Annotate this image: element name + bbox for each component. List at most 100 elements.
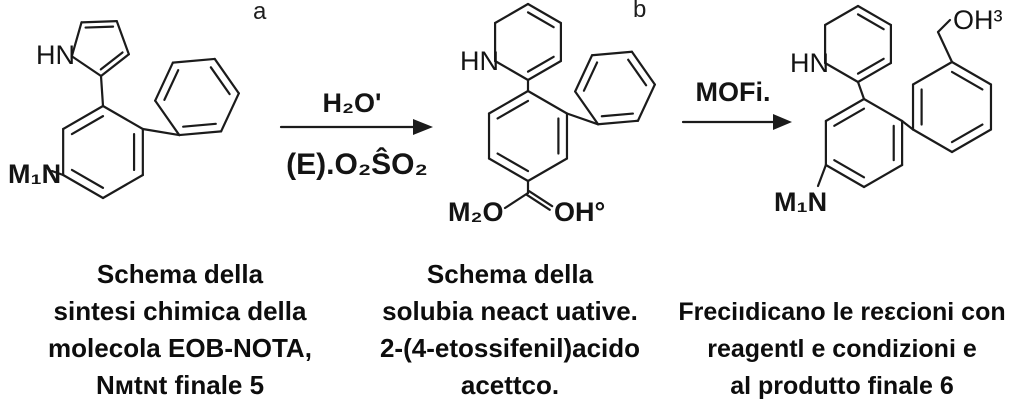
panel-label-b: b — [633, 0, 646, 23]
bond-line — [574, 90, 600, 126]
bond-line — [526, 2, 563, 25]
caption-left: Schema della sintesi chimica della molec… — [20, 256, 340, 404]
bond-line — [84, 25, 115, 29]
bond-line — [596, 119, 640, 126]
struct3-alcohol-label: OH³ — [953, 5, 1003, 35]
bond-line — [213, 57, 240, 95]
bond-line — [600, 112, 634, 118]
bond-line — [824, 163, 866, 189]
bond-line — [824, 97, 866, 123]
bond-line — [862, 163, 904, 189]
bond-line — [62, 173, 105, 200]
bond-line — [636, 83, 656, 122]
bond-line — [900, 119, 915, 131]
bond-line — [911, 60, 954, 86]
bond-line — [525, 193, 551, 211]
bond-line — [493, 59, 530, 82]
bond-line — [526, 55, 555, 73]
caption-line: reagentl e condizioni e — [707, 335, 977, 363]
bond-line — [219, 92, 240, 133]
caption-line: al produtto finale 6 — [730, 372, 954, 400]
bond-line — [526, 11, 555, 29]
bond-line — [154, 99, 181, 137]
caption-line: acettco. — [460, 370, 560, 400]
reaction-arrow-1 — [279, 119, 433, 135]
bond-line — [70, 115, 105, 136]
bond-line — [171, 57, 216, 64]
arrow2-reagent-top: MOFi. — [696, 77, 771, 107]
bond-line — [950, 60, 993, 86]
bond-line — [487, 157, 530, 183]
bond-line — [154, 61, 175, 102]
bond-line — [178, 130, 223, 137]
struct2-nh-label: HN — [460, 46, 499, 76]
caption-line: Schema della — [426, 259, 594, 289]
bond-line — [627, 58, 648, 87]
bond-line — [141, 127, 181, 137]
bond-line — [99, 53, 130, 78]
reaction-arrow-2 — [681, 114, 792, 130]
struct2-acid-label: OH° — [554, 197, 605, 227]
bond-line — [526, 157, 569, 183]
caption-line: 2-(4-etossifenil)acido — [379, 333, 641, 363]
bond-line — [70, 55, 103, 78]
bond-line — [574, 54, 594, 93]
bond-line — [115, 20, 130, 56]
bond-line — [80, 20, 118, 24]
bond-line — [99, 74, 105, 108]
bond-line — [630, 50, 656, 86]
bond-line — [209, 66, 231, 96]
bond-line — [163, 69, 180, 101]
bond-line — [856, 4, 893, 27]
bond-line — [950, 128, 993, 154]
bond-line — [101, 173, 144, 200]
struct3-nh-label: HN — [790, 48, 829, 78]
bond-line — [856, 57, 885, 75]
bond-line — [590, 50, 634, 57]
bond-line — [493, 2, 530, 25]
bond-line — [526, 59, 563, 82]
panel-label-a: a — [253, 0, 267, 25]
bond-line — [936, 18, 952, 34]
bond-line — [823, 61, 860, 84]
bond-line — [936, 30, 954, 64]
bond-line — [496, 99, 530, 120]
bond-line — [526, 89, 569, 115]
bond-line — [503, 191, 530, 210]
caption-line: Schema della — [96, 259, 264, 289]
bond-line — [182, 122, 217, 128]
caption-line: Freciıdicano le reεcioni con — [678, 298, 1006, 326]
bond-line — [528, 190, 554, 208]
struct3-amine-label: M₁N — [774, 187, 827, 217]
bond-line — [856, 80, 866, 101]
bond-line — [862, 97, 904, 123]
arrowhead-icon — [413, 119, 433, 135]
bond-line — [816, 163, 828, 188]
bond-line — [487, 89, 530, 115]
bond-line — [101, 104, 144, 131]
arrow1-reagent-top: H₂O' — [323, 88, 382, 118]
ring-bonds — [62, 2, 993, 200]
bond-line — [70, 168, 105, 189]
bond-line — [833, 107, 866, 127]
bond-line — [62, 104, 105, 131]
bond-line — [99, 51, 124, 71]
bond-line — [911, 128, 954, 154]
struct1-amine-label: M₁N — [8, 159, 61, 189]
bond-line — [856, 13, 885, 31]
arrowhead-icon — [773, 114, 792, 130]
caption-right: Freciıdicano le reεcioni con reagentl e … — [660, 294, 1024, 404]
caption-line: solubia neact uative. — [382, 296, 638, 326]
caption-line: sintesi chimica della — [53, 296, 307, 326]
arrow1-reagent-bottom: (E).O₂ŜO₂ — [286, 147, 428, 181]
struct2-ester-label: M₂O — [448, 197, 504, 227]
caption-middle: Schema della solubia neact uative. 2-(4-… — [345, 256, 675, 404]
bond-line — [70, 21, 83, 58]
bond-line — [823, 4, 860, 27]
caption-line: Nᴍtɴt finale 5 — [95, 370, 265, 400]
bond-line — [50, 169, 65, 177]
extra-bonds — [50, 18, 954, 211]
bond-line — [496, 152, 530, 173]
bond-line — [856, 61, 893, 84]
